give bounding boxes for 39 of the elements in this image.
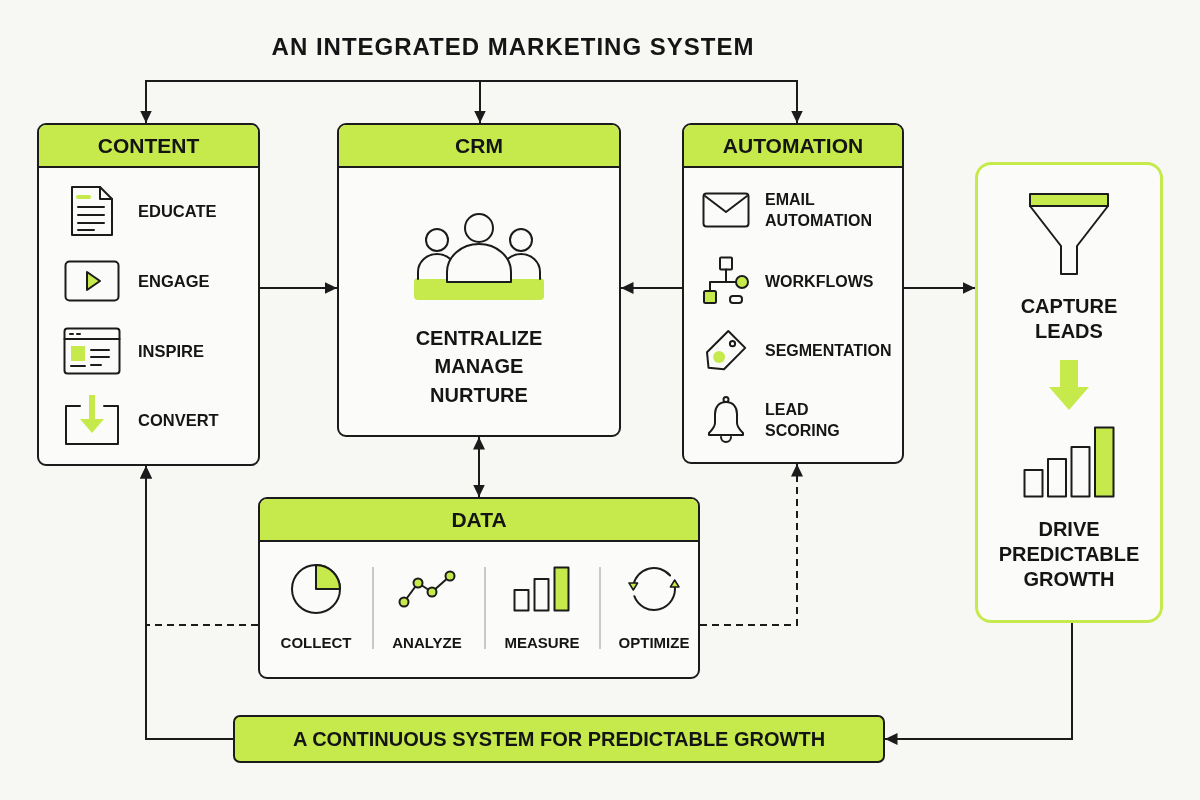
item-label: EDUCATE bbox=[138, 200, 218, 222]
item-label: EMAIL AUTOMATION bbox=[765, 190, 873, 231]
item-label: ENGAGE bbox=[138, 270, 211, 292]
item-label: LEAD SCORING bbox=[765, 400, 841, 441]
panel bbox=[682, 123, 904, 464]
action-label: MANAGE bbox=[434, 354, 524, 379]
step-label: COLLECT bbox=[280, 634, 352, 652]
panel-heading: AUTOMATION bbox=[684, 125, 902, 168]
panel bbox=[337, 123, 621, 437]
step-label: ANALYZE bbox=[392, 634, 462, 652]
panel bbox=[258, 497, 700, 679]
arrow bbox=[474, 80, 486, 124]
outcome-card bbox=[975, 162, 1163, 623]
diagram-title: AN INTEGRATED MARKETING SYSTEM bbox=[271, 33, 755, 61]
arrow bbox=[884, 622, 1073, 745]
summary-banner bbox=[233, 715, 885, 763]
item-label: WORKFLOWS bbox=[765, 271, 875, 292]
panel bbox=[37, 123, 260, 466]
step-label: MEASURE bbox=[504, 634, 580, 652]
action-label: NURTURE bbox=[430, 383, 528, 408]
outcome-label: DRIVE PREDICTABLE GROWTH bbox=[997, 516, 1141, 592]
outcome-label: CAPTURE LEADS bbox=[1019, 294, 1119, 344]
arrow bbox=[620, 282, 683, 294]
item-label: SEGMENTATION bbox=[765, 340, 893, 361]
arrow bbox=[140, 465, 234, 740]
action-label: CENTRALIZE bbox=[415, 326, 543, 351]
item-label: CONVERT bbox=[138, 409, 220, 431]
banner-text: A CONTINUOUS SYSTEM FOR PREDICTABLE GROWTH bbox=[292, 727, 826, 751]
panel-heading: CONTENT bbox=[39, 125, 258, 168]
arrow bbox=[473, 436, 485, 498]
panel-heading: CRM bbox=[339, 125, 619, 168]
step-label: OPTIMIZE bbox=[618, 634, 690, 652]
panel-heading: DATA bbox=[260, 499, 698, 542]
arrow bbox=[699, 463, 803, 626]
arrow bbox=[479, 80, 803, 124]
item-label: INSPIRE bbox=[138, 340, 206, 362]
arrow bbox=[140, 80, 481, 124]
arrow bbox=[259, 282, 338, 294]
arrow bbox=[903, 282, 976, 294]
